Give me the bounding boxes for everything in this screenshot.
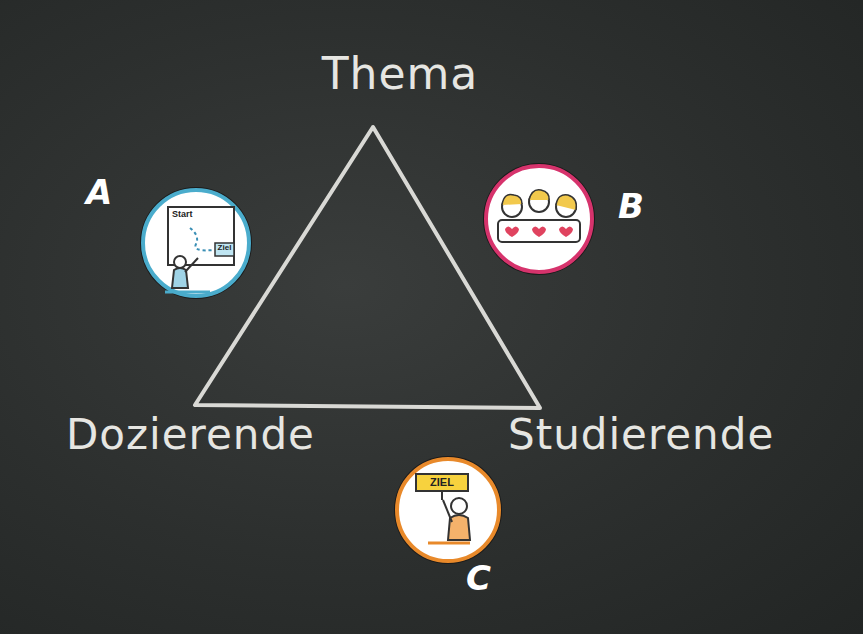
goal-icon	[394, 456, 502, 564]
callout-letter: A	[86, 174, 112, 211]
corner-label: Studierende	[508, 412, 774, 458]
icon-text: Ziel	[218, 244, 232, 253]
corner-label: Dozierende	[66, 412, 315, 458]
icon-text: ZIEL	[430, 476, 454, 488]
presenter-icon	[140, 187, 252, 299]
corner-label: Thema	[322, 50, 479, 98]
chalk-triangle	[195, 127, 540, 408]
icon-text: Start	[172, 210, 193, 220]
students-icon	[483, 163, 595, 275]
callout-letter: C	[466, 560, 491, 597]
callout-letter: B	[618, 188, 644, 225]
